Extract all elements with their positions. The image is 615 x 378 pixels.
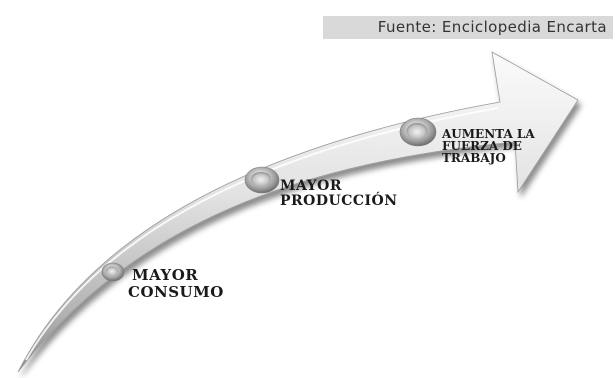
step-label-fuerza-trabajo: AUMENTA LA FUERZA DE TRABAJO	[442, 128, 535, 164]
step-label-line: TRABAJO	[442, 151, 506, 165]
step-label-line: MAYOR	[132, 266, 199, 284]
bullet-produccion	[244, 166, 280, 194]
step-label-line: FUERZA DE	[442, 139, 522, 153]
bullet-consumo	[101, 262, 125, 282]
step-label-line: PRODUCCIÓN	[280, 193, 398, 209]
step-label-line: CONSUMO	[128, 283, 224, 301]
source-caption: Fuente: Enciclopedia Encarta	[323, 16, 613, 39]
step-label-produccion: MAYOR PRODUCCIÓN	[280, 179, 398, 208]
step-label-consumo: MAYOR CONSUMO	[128, 266, 224, 300]
step-label-line: AUMENTA LA	[442, 127, 535, 141]
step-label-line: MAYOR	[280, 178, 342, 194]
bullet-fuerza-trabajo	[399, 117, 437, 147]
arrow-body	[17, 51, 579, 373]
